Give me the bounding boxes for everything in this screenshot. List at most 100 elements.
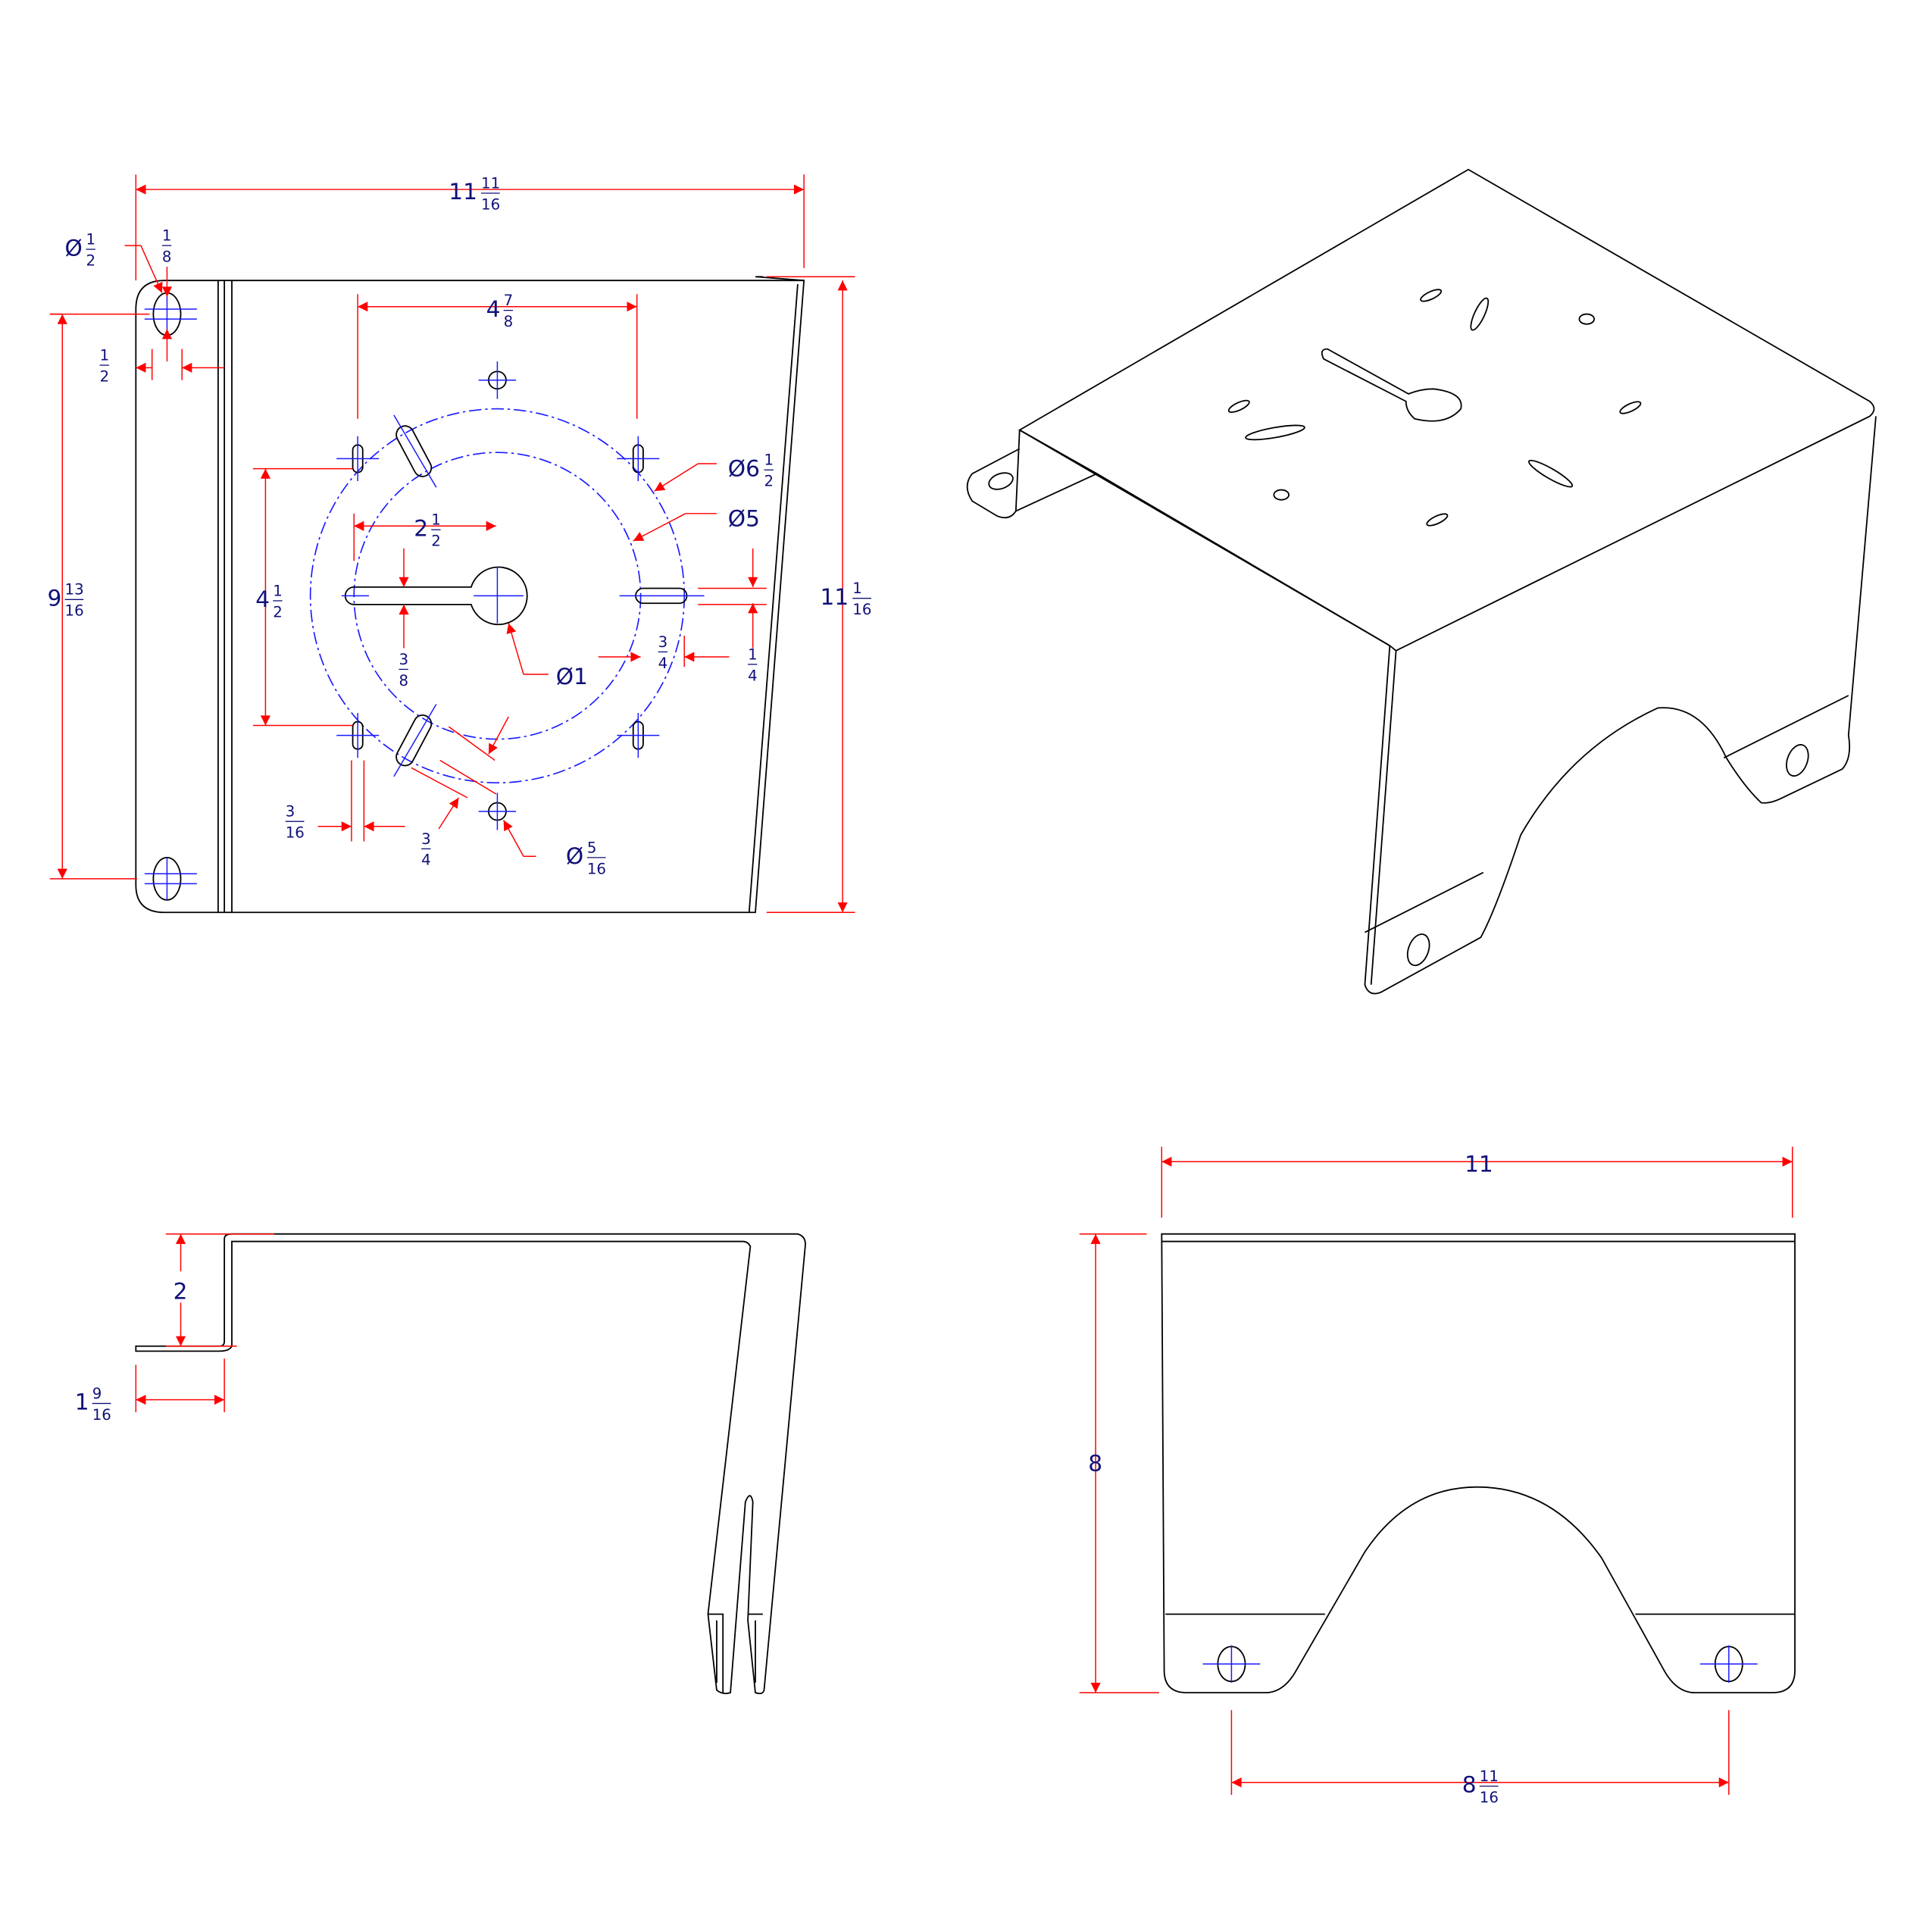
fraction-denominator: 4: [658, 655, 668, 672]
dimension-line: [654, 463, 699, 492]
fraction-denominator: 16: [65, 602, 84, 620]
dimension-value: 11: [449, 179, 477, 205]
dimension-label: 12: [100, 346, 110, 385]
fraction-denominator: 2: [431, 533, 441, 550]
dimension-label: 11: [1465, 1151, 1493, 1177]
dimension-line: [438, 797, 460, 830]
fraction-numerator: 5: [587, 839, 597, 856]
fraction-denominator: 8: [504, 313, 514, 330]
isometric-view: [966, 168, 1877, 995]
fraction-denominator: 16: [587, 860, 606, 877]
dimension-label: 8: [1088, 1450, 1102, 1476]
dimension-line: [411, 767, 468, 799]
fraction-denominator: 16: [852, 601, 871, 618]
fraction-numerator: 1: [748, 646, 758, 663]
fraction-denominator: 16: [286, 824, 305, 842]
dimension-value: 8: [1088, 1450, 1102, 1476]
dimension-value: 2: [174, 1278, 188, 1304]
vertical-slots: [352, 444, 644, 750]
fraction-numerator: 3: [421, 830, 431, 848]
flat-pattern-view: [135, 276, 805, 914]
dimension-label: 34: [421, 830, 431, 869]
side-profile: [135, 1233, 806, 1695]
dimension-line: [140, 245, 163, 293]
dimension-label: 18: [161, 227, 172, 265]
dimension-line: [633, 513, 686, 542]
iso-top-plate: [1018, 168, 1875, 652]
fraction-numerator: 1: [162, 227, 172, 245]
dimension-lines: [49, 174, 1793, 1796]
dimension-line: [488, 716, 509, 755]
dimension-value: Ø6: [728, 455, 760, 481]
fraction-denominator: 8: [399, 672, 408, 689]
dimension-value: 9: [48, 586, 62, 611]
dimension-value: 1: [75, 1390, 89, 1415]
dimension-value: 4: [255, 586, 270, 612]
dimension-label: 38: [399, 651, 408, 689]
fraction-numerator: 1: [431, 511, 441, 529]
keyhole-slot: [344, 566, 528, 626]
fraction-denominator: 8: [162, 248, 172, 265]
fraction-denominator: 16: [92, 1406, 111, 1424]
fraction-numerator: 9: [92, 1385, 102, 1402]
fraction-numerator: 1: [86, 230, 96, 248]
fraction-denominator: 16: [1480, 1789, 1499, 1806]
side-view: [135, 1233, 806, 1695]
dimension-value: 11: [1465, 1151, 1493, 1177]
fraction-denominator: 4: [748, 667, 758, 684]
dimension-line: [506, 623, 524, 675]
fraction-denominator: 2: [273, 603, 283, 621]
dimension-value: Ø: [65, 235, 83, 261]
fraction-numerator: 13: [65, 581, 84, 599]
front-view: [1161, 1233, 1796, 1694]
dimension-line: [448, 726, 496, 761]
fraction-numerator: 3: [286, 803, 295, 821]
plate-outline: [135, 280, 805, 914]
fraction-denominator: 4: [421, 852, 431, 869]
fraction-numerator: 1: [852, 580, 862, 597]
dimension-label: 14: [748, 646, 758, 684]
fraction-numerator: 11: [1480, 1768, 1499, 1785]
fraction-numerator: 3: [658, 633, 668, 651]
fraction-denominator: 2: [764, 473, 774, 490]
dimension-label: 34: [658, 633, 668, 672]
fraction-numerator: 11: [481, 174, 500, 192]
dimension-value: Ø1: [556, 664, 588, 689]
dimension-label: Ø5: [728, 505, 760, 531]
dimension-value: 11: [821, 584, 849, 610]
fraction-numerator: 1: [100, 346, 110, 364]
iso-holes: [1227, 289, 1642, 527]
front-outline: [1161, 1233, 1796, 1694]
dimension-value: Ø5: [728, 505, 760, 531]
fraction-numerator: 1: [273, 582, 283, 599]
dimension-label: 2: [174, 1278, 188, 1304]
plate-bend-edge: [748, 276, 805, 913]
fraction-denominator: 16: [481, 195, 500, 213]
fraction-denominator: 2: [100, 367, 110, 385]
dimension-value: Ø: [566, 843, 583, 869]
dimension-label: 316: [285, 803, 305, 842]
dimension-line: [439, 759, 497, 795]
dimension-line: [502, 820, 524, 857]
dimension-label: Ø1: [556, 664, 588, 689]
fraction-denominator: 2: [86, 252, 96, 269]
fraction-numerator: 1: [764, 452, 774, 469]
fraction-numerator: 7: [504, 292, 514, 309]
iso-front-face: [1364, 416, 1877, 995]
fraction-numerator: 3: [399, 651, 408, 668]
angled-slots: [395, 425, 433, 767]
iso-keyhole: [1321, 348, 1462, 422]
